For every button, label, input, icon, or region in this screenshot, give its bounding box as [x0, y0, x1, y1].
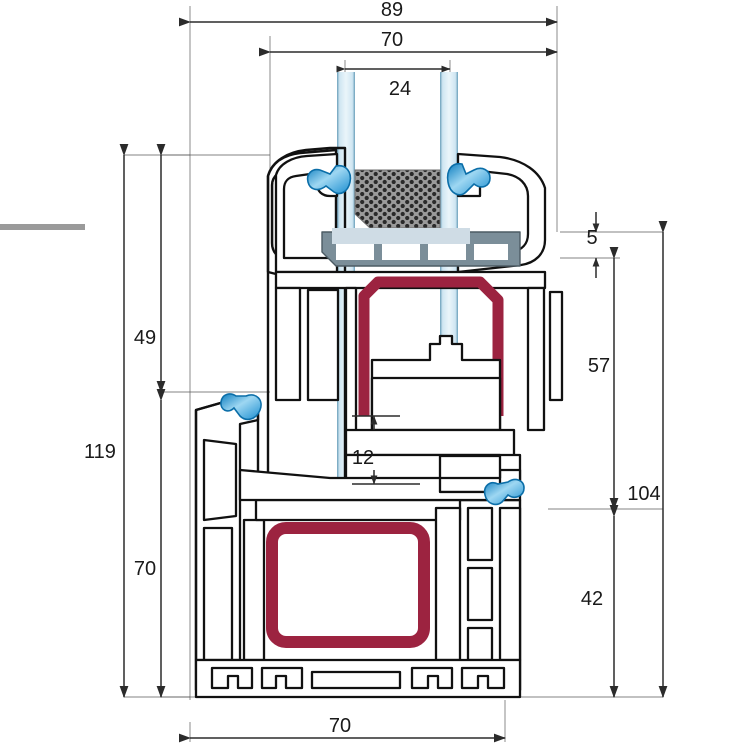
support-chambers — [336, 244, 508, 260]
frame-chamber-1 — [202, 438, 238, 522]
glazing-bed — [332, 228, 470, 244]
dimension-labels: 89 70 24 70 119 49 70 104 5 57 42 12 — [84, 0, 661, 737]
dimlabel-70-bottom: 70 — [329, 715, 351, 737]
sash-chamber-right2 — [548, 290, 564, 402]
steel-reinforcement-sash — [358, 276, 504, 416]
frame-upstand — [438, 454, 502, 480]
frame-chamber-8 — [498, 506, 522, 662]
frame-rebate-top — [238, 468, 522, 502]
frame-chamber-6 — [466, 566, 494, 622]
inner-seal-gasket — [483, 478, 525, 506]
dimlabel-104: 104 — [627, 483, 660, 505]
warm-edge-spacer-bar — [354, 169, 441, 229]
sash-chamber-right — [526, 286, 546, 432]
spacer-seal — [0, 224, 85, 230]
gaskets-group — [220, 162, 525, 506]
dimlabel-89: 89 — [381, 0, 403, 21]
sash-hardware-channel — [370, 334, 502, 432]
dimlabel-49: 49 — [134, 327, 156, 349]
dimlabel-42: 42 — [581, 588, 603, 610]
pvc-frame-profile — [194, 395, 522, 692]
dimlabel-70-left: 70 — [134, 558, 156, 580]
dimension-lines — [119, 17, 668, 743]
dimlabel-12: 12 — [352, 447, 374, 469]
dimlabel-119: 119 — [84, 441, 116, 463]
frame-top-web — [254, 498, 462, 522]
middle-seal-gasket — [220, 393, 262, 421]
frame-chamber-5 — [466, 506, 494, 562]
dimlabel-57: 57 — [588, 355, 610, 377]
frame-base-rail — [194, 658, 522, 699]
sash-chamber-a — [274, 286, 302, 402]
sash-chamber-b — [306, 288, 340, 402]
glazing-gasket-inner — [446, 162, 491, 196]
steel-reinforcement-frame — [266, 522, 430, 648]
glazing-gasket-outer — [306, 164, 352, 195]
frame-chamber-7 — [466, 626, 494, 662]
dimlabel-70-top: 70 — [381, 29, 403, 51]
frame-chamber-4 — [434, 506, 462, 662]
frame-chamber-2 — [202, 526, 234, 662]
frame-chamber-3 — [242, 518, 266, 662]
dimlabel-24: 24 — [389, 78, 411, 100]
dimlabel-5: 5 — [586, 227, 597, 249]
